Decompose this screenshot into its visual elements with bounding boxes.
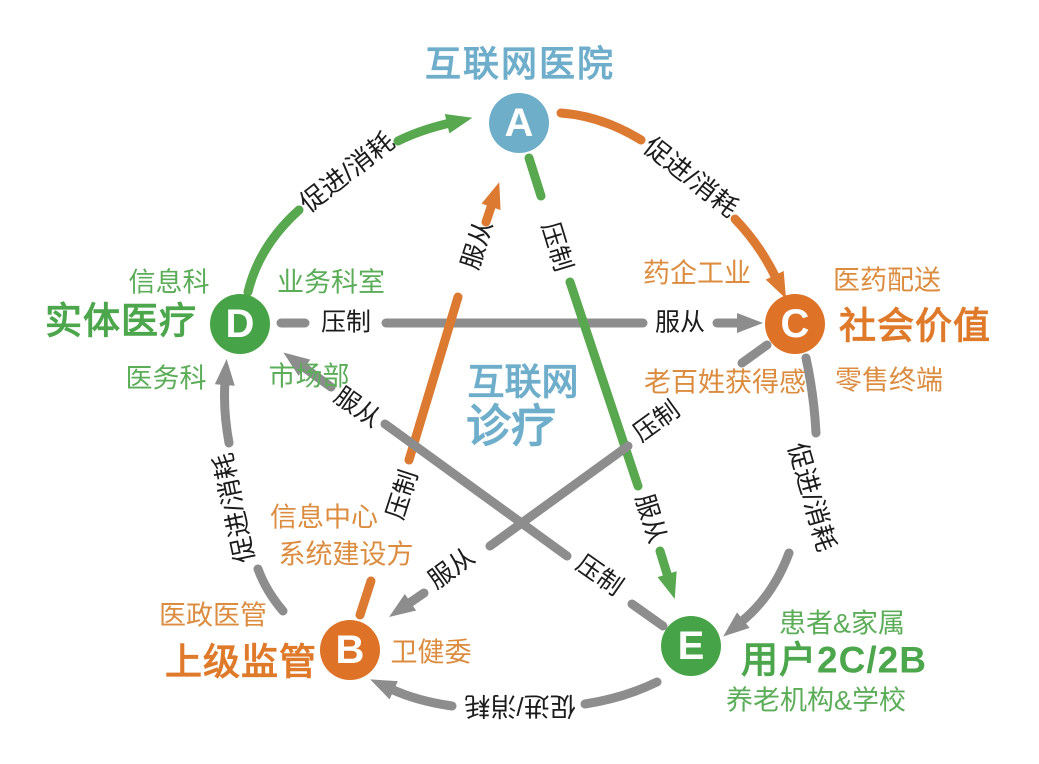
edge-b-a-line-seg3 bbox=[481, 182, 501, 227]
edge-e-b-arc-seg1 bbox=[580, 677, 662, 709]
edge-b-a-line-seg2 bbox=[404, 292, 463, 465]
node-d-title: 实体医疗 bbox=[45, 300, 197, 342]
edge-b-a-line-seg1 bbox=[355, 576, 376, 620]
node-c-satellite-public: 老百姓获得感 bbox=[644, 367, 806, 398]
node-b-letter: B bbox=[335, 627, 365, 672]
edge-d-a-arc-seg2 bbox=[393, 113, 473, 146]
node-b-satellite-infocenter: 信息中心 bbox=[270, 502, 378, 533]
node-d-satellite-medaffairs: 医务科 bbox=[125, 363, 207, 394]
node-d-satellite-infodept: 信息科 bbox=[128, 267, 210, 298]
edge-a-e-line-seg2 bbox=[565, 277, 643, 491]
node-e-satellite-elderly: 养老机构&学校 bbox=[725, 685, 907, 716]
node-c-satellite-delivery: 医药配送 bbox=[833, 265, 941, 296]
edge-d-c-suppress-label: 压制 bbox=[320, 308, 372, 337]
node-b-satellite-medadmin: 医政医管 bbox=[159, 600, 267, 631]
center-caption-line1: 互联网 bbox=[467, 361, 579, 403]
edge-c-b-line-seg2 bbox=[485, 441, 633, 551]
edge-c-e-arc-seg2 bbox=[723, 548, 794, 637]
node-d-letter: D bbox=[225, 301, 255, 346]
edge-e-d-line-seg1 bbox=[627, 599, 668, 631]
edge-c-e-arc-seg1 bbox=[801, 353, 821, 438]
edge-b-d-arc-seg1 bbox=[253, 564, 288, 616]
node-c-title: 社会价值 bbox=[839, 305, 991, 347]
node-e-letter: E bbox=[677, 623, 705, 668]
edge-c-b-line-seg1 bbox=[737, 340, 772, 368]
node-d-satellite-marketing: 市场部 bbox=[268, 361, 350, 392]
edge-e-d-line-seg3 bbox=[283, 352, 336, 392]
node-e-title: 用户2C/2B bbox=[741, 639, 927, 681]
edge-d-a-arc-seg1 bbox=[243, 205, 304, 297]
edge-a-e-line-seg1 bbox=[524, 153, 546, 201]
node-c-circle: C bbox=[765, 294, 825, 354]
edge-b-d-arc-seg2 bbox=[214, 359, 235, 448]
node-e-satellite-patients: 患者&家属 bbox=[778, 608, 906, 639]
node-b-title: 上级监管 bbox=[165, 641, 317, 683]
node-d-satellite-clinical: 业务科室 bbox=[277, 267, 385, 298]
node-a-title: 互联网医院 bbox=[424, 43, 616, 84]
edge-d-c-obey-label: 服从 bbox=[654, 308, 706, 337]
node-a-letter: A bbox=[504, 100, 534, 145]
node-c-satellite-retail: 零售终端 bbox=[835, 365, 943, 396]
node-b-satellite-healthcomm: 卫健委 bbox=[390, 637, 472, 668]
node-a-circle: A bbox=[489, 93, 549, 153]
edge-e-d-line-seg2 bbox=[380, 419, 572, 561]
node-e-circle: E bbox=[661, 616, 721, 676]
edge-a-e-line-seg3 bbox=[655, 546, 677, 599]
edge-c-b-line-seg3 bbox=[389, 588, 429, 618]
node-c-letter: C bbox=[780, 301, 810, 346]
edge-e-b-arc-seg2 bbox=[370, 679, 457, 711]
edge-a-c-arc-seg2 bbox=[730, 214, 787, 299]
node-d-circle: D bbox=[210, 294, 270, 354]
node-b-satellite-sysbuilder: 系统建设方 bbox=[278, 539, 414, 570]
node-b-circle: B bbox=[320, 620, 380, 680]
node-c-satellite-pharma: 药企工业 bbox=[643, 258, 751, 289]
center-caption-line2: 诊疗 bbox=[465, 400, 557, 452]
edge-a-c-arc-seg1 bbox=[556, 108, 646, 145]
edge-e-b-label: 促进/消耗 bbox=[464, 691, 576, 721]
